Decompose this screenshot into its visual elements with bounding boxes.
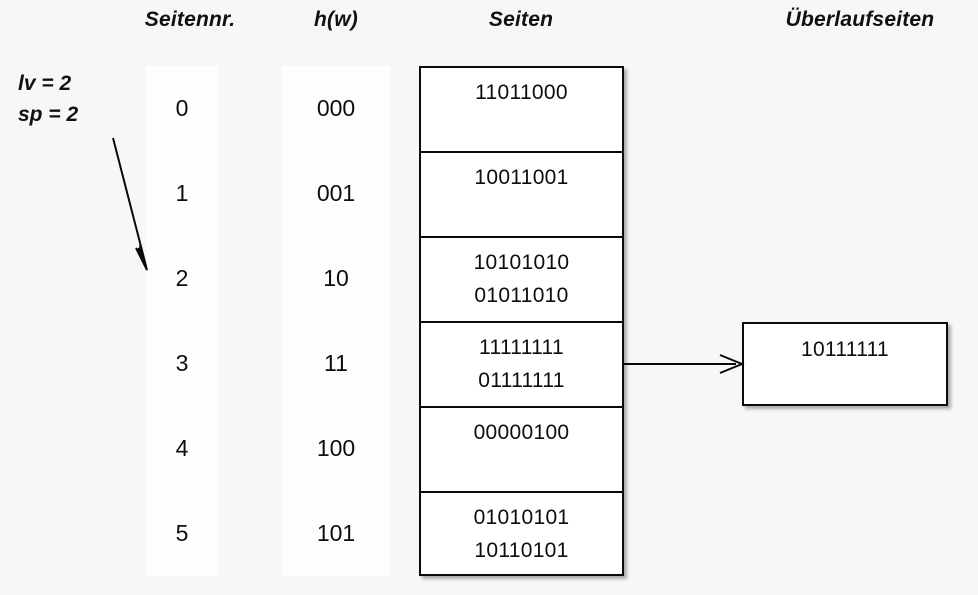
seitennr-cell: 5	[175, 520, 189, 546]
page-cell: 00000100	[421, 408, 622, 493]
overflow-entry: 10111111	[800, 338, 890, 361]
hash-cell: 11	[324, 350, 348, 376]
sp-label: sp = 2	[18, 103, 79, 126]
page-entry: 01010101	[473, 506, 570, 529]
page-entry: 00000100	[473, 421, 570, 444]
hash-cell: 000	[316, 95, 356, 121]
page-entry: 11011000	[475, 81, 568, 104]
hash-cell: 101	[316, 520, 356, 546]
header-hash: h(w)	[314, 8, 358, 31]
header-seiten: Seiten	[488, 8, 554, 31]
lv-label: lv = 2	[18, 72, 72, 95]
column-hash: 000 001 10 11 100 101	[282, 66, 390, 576]
hash-cell: 001	[316, 180, 356, 206]
page-cell: 01010101 10110101	[421, 493, 622, 578]
pages-table: 11011000 10011001 10101010 01011010 1111…	[419, 66, 624, 576]
page-cell: 11111111 01111111	[421, 323, 622, 408]
seitennr-cell: 3	[175, 350, 189, 376]
header-ueberlaufseiten: Überlaufseiten	[785, 8, 935, 31]
page-entry: 01111111	[478, 369, 565, 392]
sp-pointer-arrow	[112, 137, 148, 271]
header-seitennr: Seitennr.	[144, 8, 236, 31]
page-cell: 10101010 01011010	[421, 238, 622, 323]
page-cell: 10011001	[421, 153, 622, 238]
page-entry: 10110101	[474, 539, 569, 562]
page-entry: 10101010	[473, 251, 570, 274]
page-cell: 11011000	[421, 68, 622, 153]
column-seitennr: 0 1 2 3 4 5	[146, 66, 218, 576]
seitennr-cell: 4	[175, 435, 189, 461]
overflow-page-box: 10111111	[742, 322, 948, 406]
seitennr-cell: 0	[175, 95, 189, 121]
seitennr-cell: 1	[175, 180, 189, 206]
seitennr-cell: 2	[175, 265, 189, 291]
page-entry: 11111111	[479, 336, 564, 359]
parameter-labels: lv = 2 sp = 2	[18, 68, 78, 130]
overflow-link-arrow	[624, 354, 745, 374]
page-entry: 10011001	[474, 166, 569, 189]
hash-cell: 10	[323, 265, 349, 291]
page-entry: 01011010	[474, 284, 569, 307]
hash-cell: 100	[316, 435, 356, 461]
